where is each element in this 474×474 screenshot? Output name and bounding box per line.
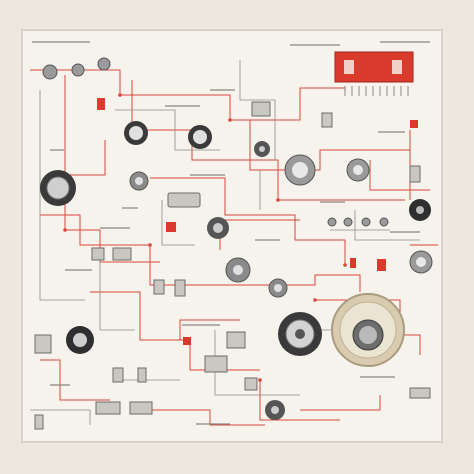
red-indicator-icon (97, 98, 418, 345)
red-control-box-icon (334, 51, 414, 83)
large-brass-dial-icon (331, 293, 405, 367)
round-gauge-icon (265, 400, 285, 420)
round-gauge-icon (124, 121, 148, 145)
round-gauge-icon (409, 250, 433, 274)
knob-icon (409, 199, 431, 221)
round-gauge-icon (129, 171, 149, 191)
knob-icon (66, 326, 94, 354)
junction-dots (63, 93, 347, 382)
round-gauge-icon (207, 217, 229, 239)
round-gauge-icon (268, 278, 288, 298)
round-gauge-icon (346, 158, 370, 182)
component-label-marks (32, 41, 430, 425)
round-gauge-icon (284, 154, 316, 186)
round-gauge-icon (42, 63, 85, 80)
red-control-box-pins (344, 86, 409, 96)
toggle-switch-icon (327, 217, 389, 227)
round-gauge-icon (97, 57, 111, 71)
round-gauge-icon (188, 125, 212, 149)
round-gauge-icon (254, 141, 270, 157)
round-gauge-icon (225, 257, 251, 283)
relay-block-icon (34, 101, 431, 430)
schematic-panel (21, 29, 443, 443)
knob-icon (40, 170, 76, 206)
knob-icon (278, 312, 322, 356)
